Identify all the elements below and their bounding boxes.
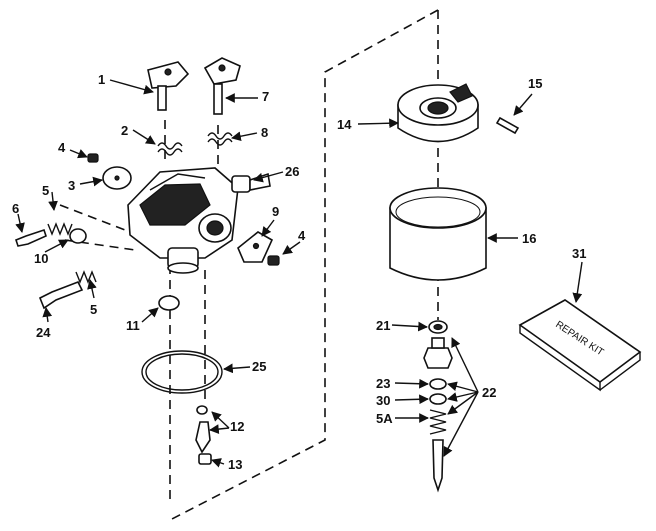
label-part-3: 3 [68,178,75,193]
part-24-idle-screw [38,280,84,310]
label-part-11: 11 [126,318,140,333]
part-8-spring [207,132,233,146]
label-part-23: 23 [376,376,390,391]
label-part-16: 16 [522,231,536,246]
label-part-5a: 5A [376,411,393,426]
part-30-washer [429,393,447,405]
part-5-spring-bottom [75,270,97,284]
part-14-float-cover [397,83,479,143]
label-part-5-top: 5 [42,183,49,198]
label-part-22: 22 [482,385,496,400]
part-13-jet [198,453,212,465]
part-12-jet-washer [196,405,208,415]
label-part-30: 30 [376,393,390,408]
part-31-repair-kit: REPAIR KIT [518,299,642,392]
part-4-screw-right [267,255,280,266]
label-part-4-right: 4 [298,228,306,243]
label-part-15: 15 [528,76,542,91]
label-part-2: 2 [121,123,128,138]
part-2-spring [157,142,183,156]
part-10-oring [69,228,87,244]
part-labels: 1 2 3 4 5 6 10 7 8 26 9 4 5 24 11 25 12 … [12,72,586,472]
part-4-screw-left [87,153,99,163]
label-part-31: 31 [572,246,586,261]
label-part-24: 24 [36,325,51,340]
label-part-6: 6 [12,201,19,216]
label-part-8: 8 [261,125,268,140]
label-part-21: 21 [376,318,390,333]
part-23-washer [429,378,447,390]
label-part-4-left: 4 [58,140,66,155]
part-1-bracket [147,61,190,111]
part-15-pin [495,116,520,135]
part-5-spring-top [47,222,73,236]
label-part-26: 26 [285,164,299,179]
label-part-9: 9 [272,204,279,219]
dashed-assembly-lines [59,9,439,521]
label-part-10: 10 [34,251,48,266]
part-6-needle-screw [15,228,47,247]
carburetor-body [127,167,239,274]
label-part-1: 1 [98,72,105,87]
label-part-12: 12 [230,419,244,434]
leader-lines [15,79,583,468]
part-12-main-jet [195,421,211,454]
part-5a-spring [429,409,447,435]
label-part-5-bottom: 5 [90,302,97,317]
part-11-gasket [158,295,180,311]
part-16-float-bowl [389,187,487,281]
label-part-25: 25 [252,359,266,374]
label-part-13: 13 [228,457,242,472]
part-22-needle [432,439,444,493]
part-7-choke-shaft [203,57,241,115]
label-part-7: 7 [262,89,269,104]
part-25-bowl-gasket [141,350,223,394]
label-part-14: 14 [337,117,352,132]
part-3-throttle-plate [102,166,132,190]
part-22-bowl-nut [423,337,453,369]
part-9-plate [237,231,274,263]
part-21-washer [428,320,448,334]
